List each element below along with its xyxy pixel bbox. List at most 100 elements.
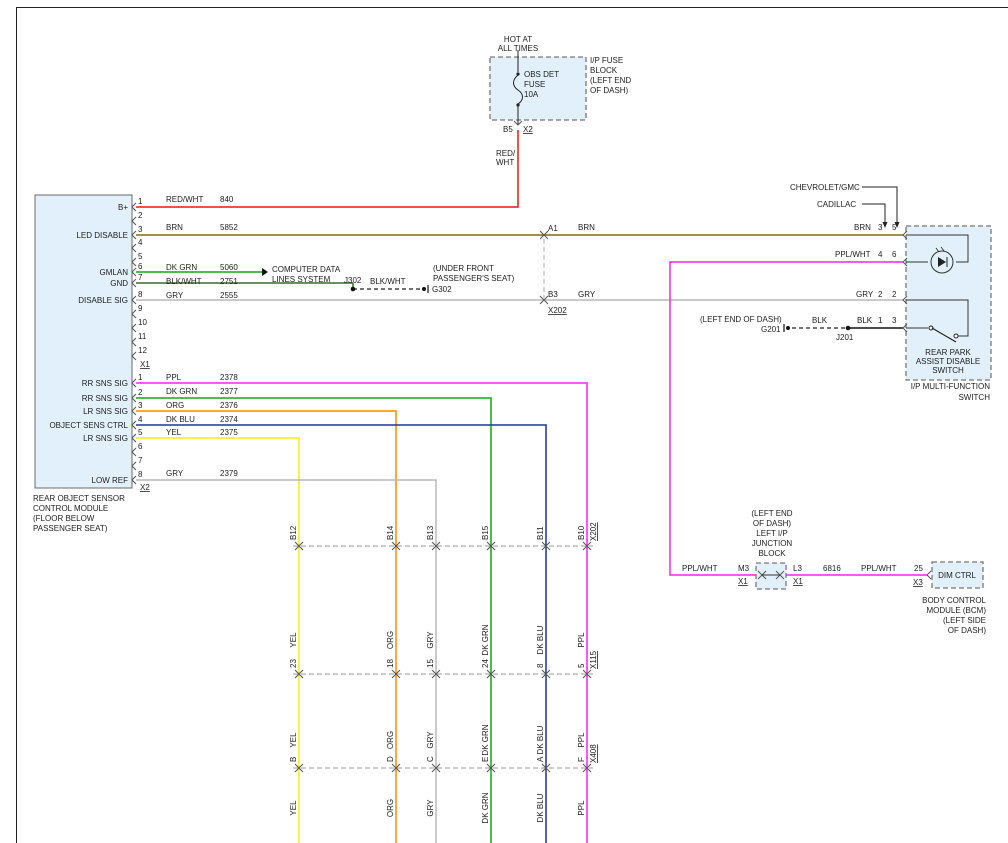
wire-circuit-2374: 2374: [220, 415, 238, 424]
connector-pin-tick: [582, 541, 592, 551]
fuse-block-title-3: (LEFT END: [590, 76, 631, 85]
connector-pin-label: 5: [577, 663, 586, 668]
wire-label-org: ORG: [166, 401, 184, 410]
x2-pin-number: 3: [138, 401, 143, 410]
switch-pin-tick: [902, 323, 908, 333]
x1-pin-number: 12: [138, 346, 147, 355]
splice-j201-label: J201: [836, 333, 854, 342]
wire-circuit-2379: 2379: [220, 469, 238, 478]
x2-pin-label: RR SNS SIG: [82, 379, 128, 388]
switch-pin6: 6: [892, 250, 897, 259]
g201-blk-a: BLK: [812, 316, 828, 325]
fuse-pin-tick: [513, 120, 523, 126]
switch-assembly-2: SWITCH: [958, 393, 990, 402]
bcm-circuit-6816: 6816: [823, 564, 841, 573]
lower-wire-color-label: ORG: [386, 731, 395, 749]
connector-pin-label: B12: [289, 525, 298, 540]
x1-pin-number: 5: [138, 252, 143, 261]
x2-pin-label: LOW REF: [92, 476, 129, 485]
x1-pin-number: 9: [138, 304, 143, 313]
switch-pin-tick: [902, 257, 908, 267]
cadillac-label: CADILLAC: [817, 200, 856, 209]
x1-pin-label: GND: [110, 279, 128, 288]
x1-pin-tick: [131, 230, 137, 240]
wire-gry-2379: [136, 479, 437, 843]
x1-pin-number: 7: [138, 273, 143, 282]
x2-pin-number: 7: [138, 456, 143, 465]
x1-pin-tick: [131, 202, 137, 212]
wire-circuit-2378: 2378: [220, 373, 238, 382]
connector-pin-tick: [541, 763, 551, 773]
x202-pin-b3: B3: [548, 290, 558, 299]
g302-note-2: PASSENGER'S SEAT): [433, 274, 515, 283]
g302-note-1: (UNDER FRONT: [433, 264, 494, 273]
connector-pin-tick: [486, 541, 496, 551]
switch-pin-tick: [902, 295, 908, 305]
switch-pin1: 1: [878, 316, 883, 325]
x1-pin-tick: [131, 216, 137, 226]
connector-pin-label: A: [536, 756, 545, 762]
g201-note: (LEFT END OF DASH): [700, 315, 782, 324]
lower-wire-color-label: YEL: [289, 732, 298, 748]
module-title-2: CONTROL MODULE: [33, 504, 108, 513]
led-diode-icon: [938, 257, 946, 267]
chevrolet-label: CHEVROLET/GMC: [790, 183, 860, 192]
connector-pin-tick: [294, 669, 304, 679]
leader-chevrolet: [862, 186, 898, 226]
splice-j302: [350, 286, 356, 292]
x1-pin-tick: [131, 323, 137, 333]
fuse-pin-label: B5: [503, 125, 513, 134]
lower-wire-color-label: DK BLU: [536, 793, 545, 822]
connector-pin-tick: [486, 669, 496, 679]
wires: [136, 130, 928, 843]
g201-label: G201: [761, 325, 781, 334]
wire-circuit-5060: 5060: [220, 263, 238, 272]
x1-pin-tick: [131, 257, 137, 267]
connector-pin-tick: [391, 541, 401, 551]
wire-label-ppl: PPL: [166, 373, 182, 382]
wire-ppl-2378: [136, 382, 588, 843]
x2-pin-label: LR SNS SIG: [83, 407, 128, 416]
bcm-pin-tick: [926, 570, 932, 580]
lower-wire-color-label: ORG: [386, 799, 395, 817]
wire-label-brn: BRN: [166, 223, 183, 232]
lower-wire-color-label: DK BLU: [536, 725, 545, 754]
switch-pin5-top: 5: [892, 223, 897, 232]
x1-pin-tick: [131, 337, 137, 347]
connector-pin-tick: [294, 541, 304, 551]
connector-pin-label: B14: [386, 525, 395, 540]
wire-org-2376: [136, 410, 397, 843]
fuse-icon: [513, 74, 523, 105]
switch-gry-label: GRY: [856, 290, 874, 299]
x2-pin-tick: [131, 461, 137, 471]
x2-pin-tick: [131, 475, 137, 485]
wire-label-blk-wht: BLK/WHT: [166, 277, 202, 286]
x1-pin-tick: [131, 309, 137, 319]
x1-pin-number: 2: [138, 211, 143, 220]
bcm-title-3: (LEFT SIDE: [943, 616, 986, 625]
data-lines-label-1: COMPUTER DATA: [272, 265, 341, 274]
connector-pin-label: B11: [536, 526, 545, 540]
fuse-terminal-top: [516, 72, 520, 76]
lower-wire-color-label: DK GRN: [481, 624, 490, 655]
connector-pin-label: B10: [577, 525, 586, 540]
junction-title-5: BLOCK: [758, 549, 786, 558]
x1-pin-tick: [131, 267, 137, 277]
led-ray-1: [935, 247, 940, 253]
connector-pin-label: E: [481, 757, 490, 762]
lower-wire-color-label: PPL: [577, 732, 586, 748]
data-lines-arrow: [262, 268, 268, 276]
g302-ground-icon: [422, 287, 426, 291]
x2-pin-tick: [131, 378, 137, 388]
switch-pin3: 3: [892, 316, 897, 325]
lower-wire-color-label: DK BLU: [536, 625, 545, 654]
x1-pin-label: LED DISABLE: [76, 231, 128, 240]
wire-circuit-2376: 2376: [220, 401, 238, 410]
x1-pin-number: 4: [138, 238, 143, 247]
junction-conn-left: X1: [738, 577, 748, 586]
leader-cadillac-arrow: [882, 222, 888, 228]
x202-brn-label: BRN: [578, 223, 595, 232]
connector-pin-tick: [431, 669, 441, 679]
connector-pin-label: 15: [426, 659, 435, 668]
